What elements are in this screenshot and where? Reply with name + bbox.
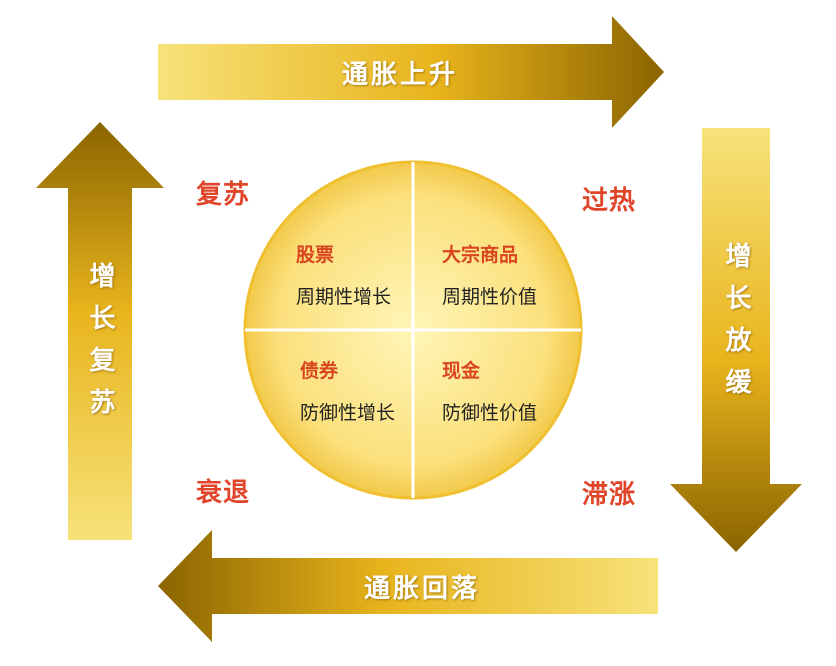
arrow-left-up — [36, 122, 164, 540]
arrow-top-right — [158, 16, 664, 128]
arrow-label-bottom: 通胀回落 — [363, 573, 480, 604]
arrow-label-left: 增长复苏 — [85, 262, 115, 430]
phase-stagflation: 滞涨 — [582, 480, 637, 510]
quadrant-commodities-title: 大宗商品 — [442, 244, 519, 266]
arrow-label-right: 增长放缓 — [721, 242, 751, 410]
phase-recession: 衰退 — [196, 478, 251, 508]
quadrant-cash-title: 现金 — [442, 360, 481, 382]
quadrant-stocks-desc: 周期性增长 — [296, 286, 392, 308]
quadrant-commodities-desc: 周期性价值 — [442, 286, 538, 308]
quadrant-bonds-title: 债券 — [300, 360, 339, 382]
arrow-label-top: 通胀上升 — [341, 59, 458, 90]
arrow-right-down — [670, 128, 802, 552]
arrow-bottom-left — [158, 530, 658, 642]
phase-overheat: 过热 — [582, 186, 637, 216]
quadrant-cash-desc: 防御性价值 — [442, 402, 538, 424]
quadrant-bonds-desc: 防御性增长 — [300, 402, 396, 424]
phase-recovery: 复苏 — [196, 180, 251, 210]
quadrant-stocks-title: 股票 — [296, 244, 335, 266]
